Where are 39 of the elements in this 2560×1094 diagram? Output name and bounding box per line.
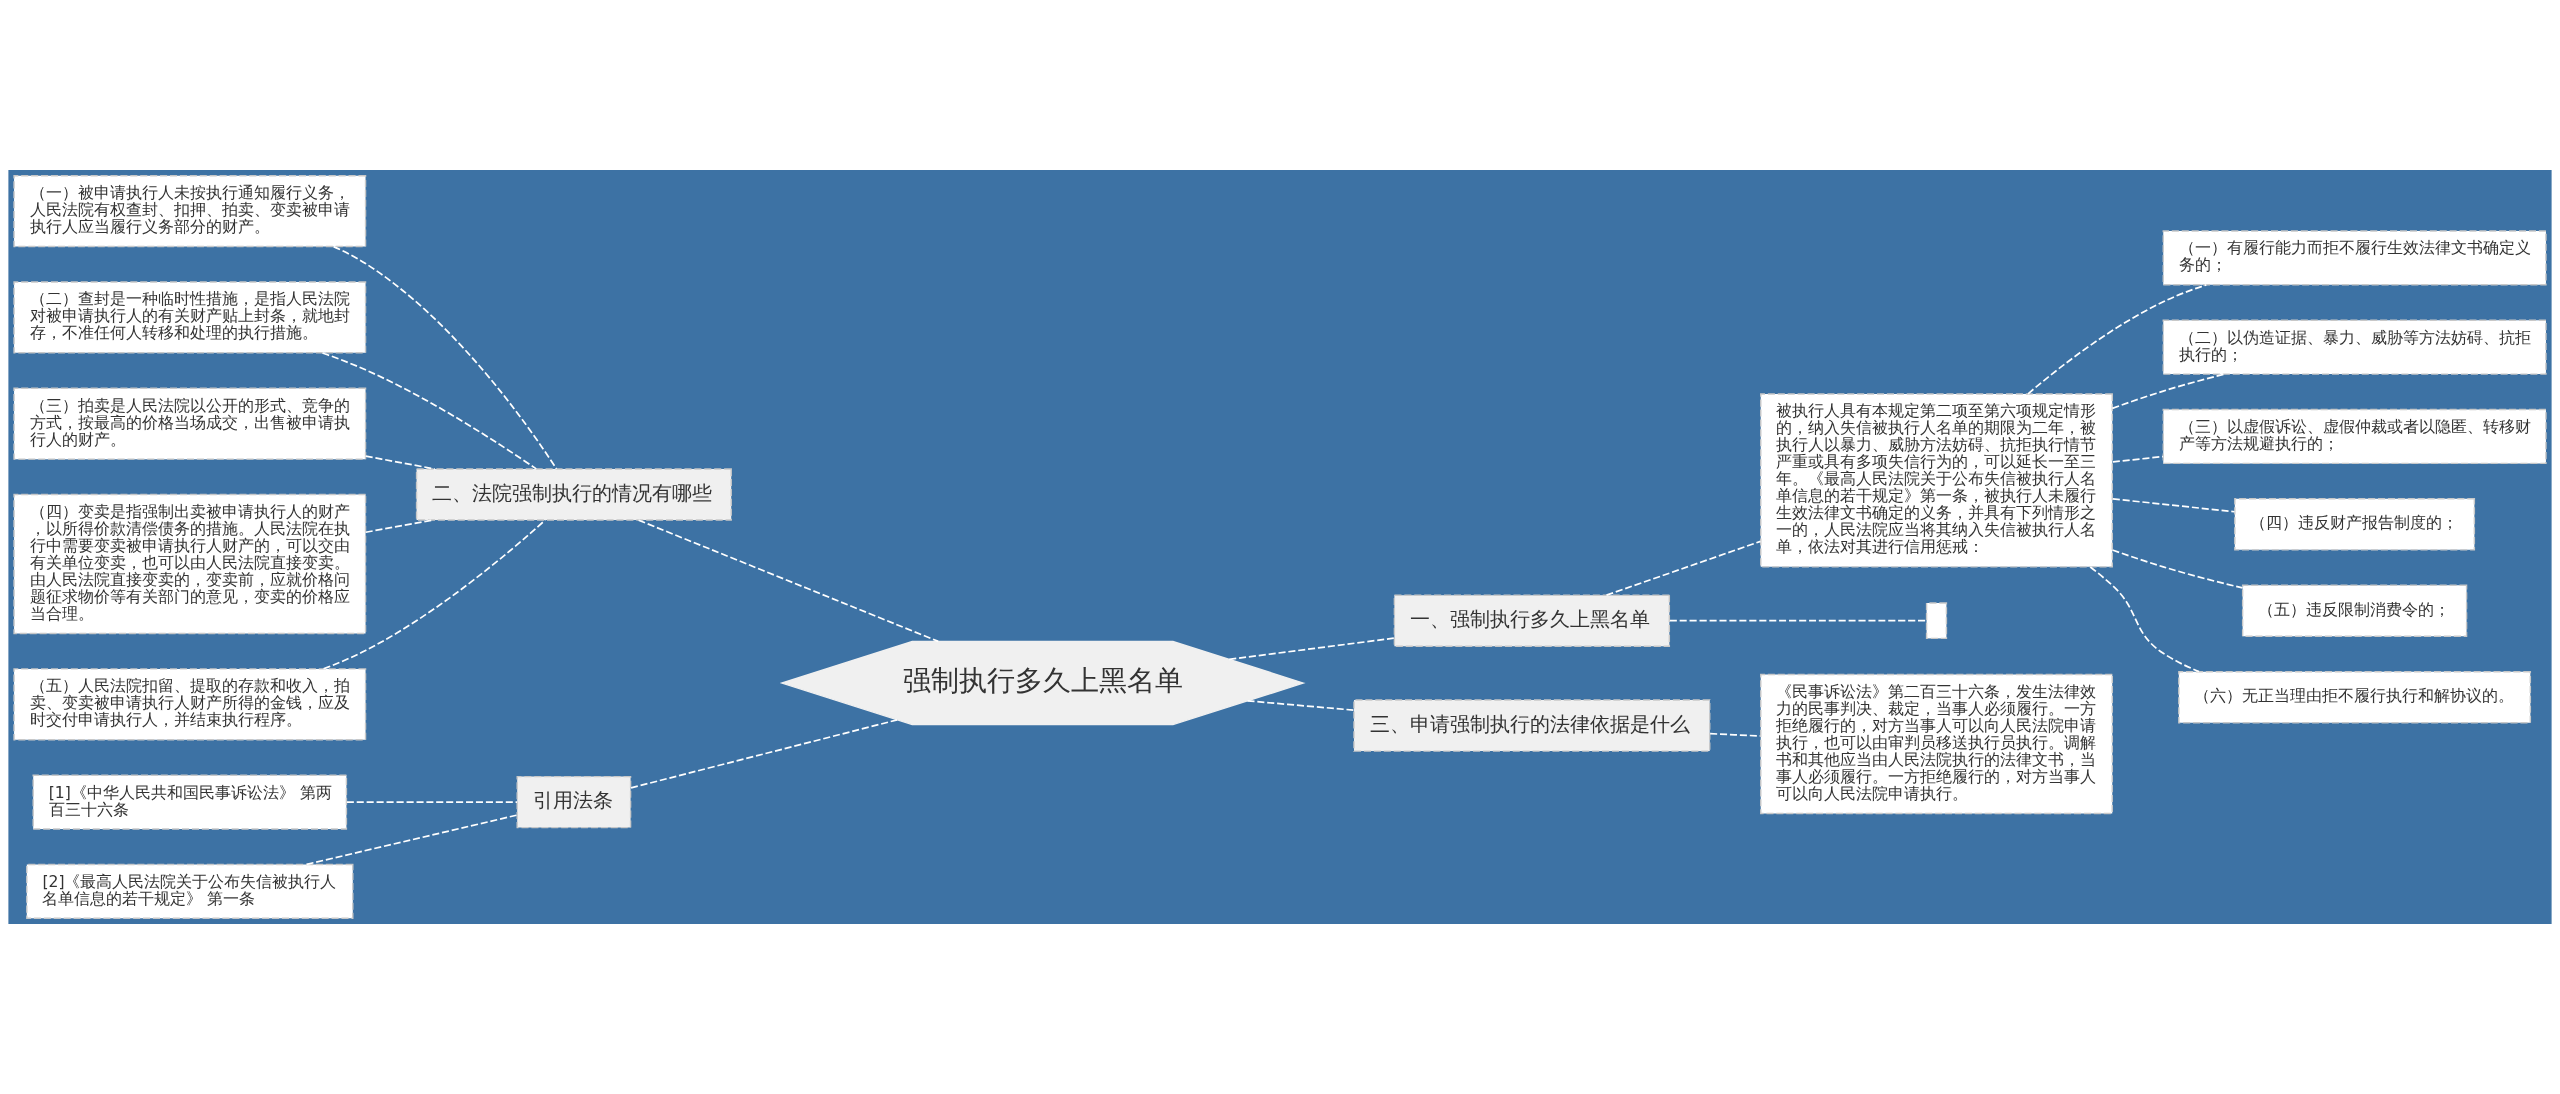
node-box: （五）违反限制消费令的； — [2241, 584, 2468, 637]
connector — [2027, 284, 2208, 395]
connector — [1669, 619, 1928, 622]
connector — [1228, 637, 1395, 661]
node-box: （六）无正当理由拒不履行执行和解协议的。 — [2178, 671, 2532, 724]
connector — [305, 814, 518, 866]
node-box: 二、法院强制执行的情况有哪些 — [415, 468, 732, 521]
connector — [637, 519, 940, 643]
node-box: 被执行人具有本规定第二项至第六项规定情形的，纳入失信被执行人名单的期限为二年，被执行人以暴力、威胁方法妨碍、抗拒执行情节严重或具有多项失信行为的，可以延长一至三年。《最高人民法院关于公布失信被执行人名单信息的若干规定》第一条，被执行人未履行生效法律文书确定的义务，并具有下列情形之一的，人民法院应当将其纳入失信被执行人名单，依法对其进行信用惩戒： — [1760, 393, 2113, 568]
connector — [630, 719, 898, 789]
node-box — [1925, 602, 1948, 640]
node-box: [2]《最高人民法院关于公布失信被执行人名单信息的若干规定》 第一条 — [26, 863, 354, 920]
node-box: 《民事诉讼法》第二百三十六条，发生法律效力的民事判决、裁定，当事人必须履行。一方拒绝履行的，对方当事人可以向人民法院申请执行，也可以由审判员移送执行员执行。调解书和其他应当由人民法院执行的法律文书，当事人必须履行。一方拒绝履行的，对方当事人可以向人民法院申请执行。 — [1760, 673, 2113, 815]
connector — [2111, 373, 2226, 410]
node-box: 引用法条 — [516, 775, 632, 829]
node-box: （四）变卖是指强制出卖被申请执行人的财产，以所得价款清偿债务的措施。人民法院在执行中需要变卖被申请执行人财产的，可以交由有关单位变卖，也可以由人民法院直接变卖。由人民法院直接变卖的，变卖前，应就价格问题征求物价等有关部门的意见，变卖的价格应当合理。 — [13, 493, 367, 635]
connector — [1605, 540, 1762, 596]
connector — [332, 245, 558, 470]
node-box: （一）有履行能力而拒不履行生效法律文书确定义务的； — [2162, 230, 2547, 286]
connector — [2111, 549, 2244, 589]
node-box: 三、申请强制执行的法律依据是什么 — [1353, 699, 1711, 752]
node-box: （二）查封是一种临时性措施，是指人民法院对被申请执行人的有关财产贴上封条，就地封存，不准任何人转移和处理的执行措施。 — [13, 281, 367, 354]
connector — [2089, 566, 2200, 673]
connector — [364, 519, 434, 534]
connector — [364, 455, 436, 470]
node-box: [1]《中华人民共和国民事诉讼法》 第两百三十六条 — [32, 774, 348, 830]
node-box: （二）以伪造证据、暴力、威胁等方法妨碍、抗拒执行的； — [2162, 319, 2547, 375]
node-box: 一、强制执行多久上黑名单 — [1393, 594, 1671, 647]
connector — [2112, 455, 2164, 463]
connector — [346, 801, 518, 803]
node-box: （五）人民法院扣留、提取的存款和收入，拍卖、变卖被申请执行人财产所得的金钱，应及时交付申请执行人，并结束执行程序。 — [13, 668, 367, 741]
connector — [2112, 498, 2236, 513]
node-box: （三）拍卖是人民法院以公开的形式、竞争的方式，按最高的价格当场成交，出售被申请执行人的财产。 — [13, 387, 367, 460]
node-box: （一）被申请执行人未按执行通知履行义务，人民法院有权查封、扣押、拍卖、变卖被申请执行人应当履行义务部分的财产。 — [13, 174, 367, 248]
connector — [1246, 700, 1355, 711]
connector — [322, 519, 546, 670]
node-box: （三）以虚假诉讼、虚假仲裁或者以隐匿、转移财产等方法规避执行的； — [2162, 408, 2547, 465]
node-box: （四）违反财产报告制度的； — [2234, 498, 2476, 551]
connector — [321, 352, 538, 470]
